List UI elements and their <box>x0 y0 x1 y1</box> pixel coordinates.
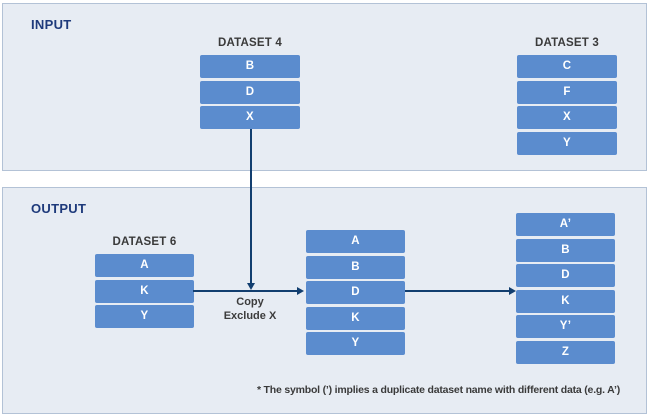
arrowhead-down-icon <box>246 283 255 290</box>
dataset3-title: DATASET 3 <box>535 37 599 49</box>
dataset-item-box: Y <box>95 305 194 328</box>
arrowhead-right-icon <box>297 286 304 295</box>
dataset-item-box: K <box>95 279 194 303</box>
dataset-item-box: X <box>517 106 617 129</box>
dataset-item-box: K <box>516 289 615 313</box>
dataset-item-box: A’ <box>516 213 615 236</box>
dataset-item-box: K <box>306 306 405 330</box>
dataset-item-box: X <box>200 106 300 129</box>
copy-flow-line <box>193 290 297 292</box>
copy-step-line2: Exclude X <box>223 309 277 322</box>
dataset-item-box: Y <box>517 131 617 155</box>
arrowhead-right-icon <box>509 286 516 295</box>
dataset-item-box: D <box>200 80 300 104</box>
dataset-item-box: A <box>306 230 405 253</box>
copy-step-line1: Copy <box>236 296 264 308</box>
dataset-item-box: C <box>517 55 617 78</box>
dataset-item-box: D <box>306 281 405 304</box>
dataset-item-box: B <box>200 55 300 78</box>
output-panel-label: OUTPUT <box>31 201 87 216</box>
dataset-item-box: Z <box>516 340 615 364</box>
copy-step-label: Copy Exclude X <box>196 296 304 323</box>
input-panel-label: INPUT <box>31 17 72 32</box>
dataset-item-box: B <box>516 238 615 262</box>
dataset4-title: DATASET 4 <box>218 37 282 49</box>
dataset6-title: DATASET 6 <box>112 236 177 248</box>
dataset-item-box: Y’ <box>516 315 615 338</box>
flow-line-vertical <box>250 129 252 283</box>
result-flow-line <box>405 290 509 292</box>
dataset-item-box: A <box>95 254 194 277</box>
dataset-item-box: D <box>516 264 615 287</box>
dataset-item-box: Y <box>306 332 405 355</box>
dataset-item-box: F <box>517 80 617 104</box>
footnote: * The symbol (’) implies a duplicate dat… <box>256 384 620 396</box>
dataset-item-box: B <box>306 255 405 279</box>
